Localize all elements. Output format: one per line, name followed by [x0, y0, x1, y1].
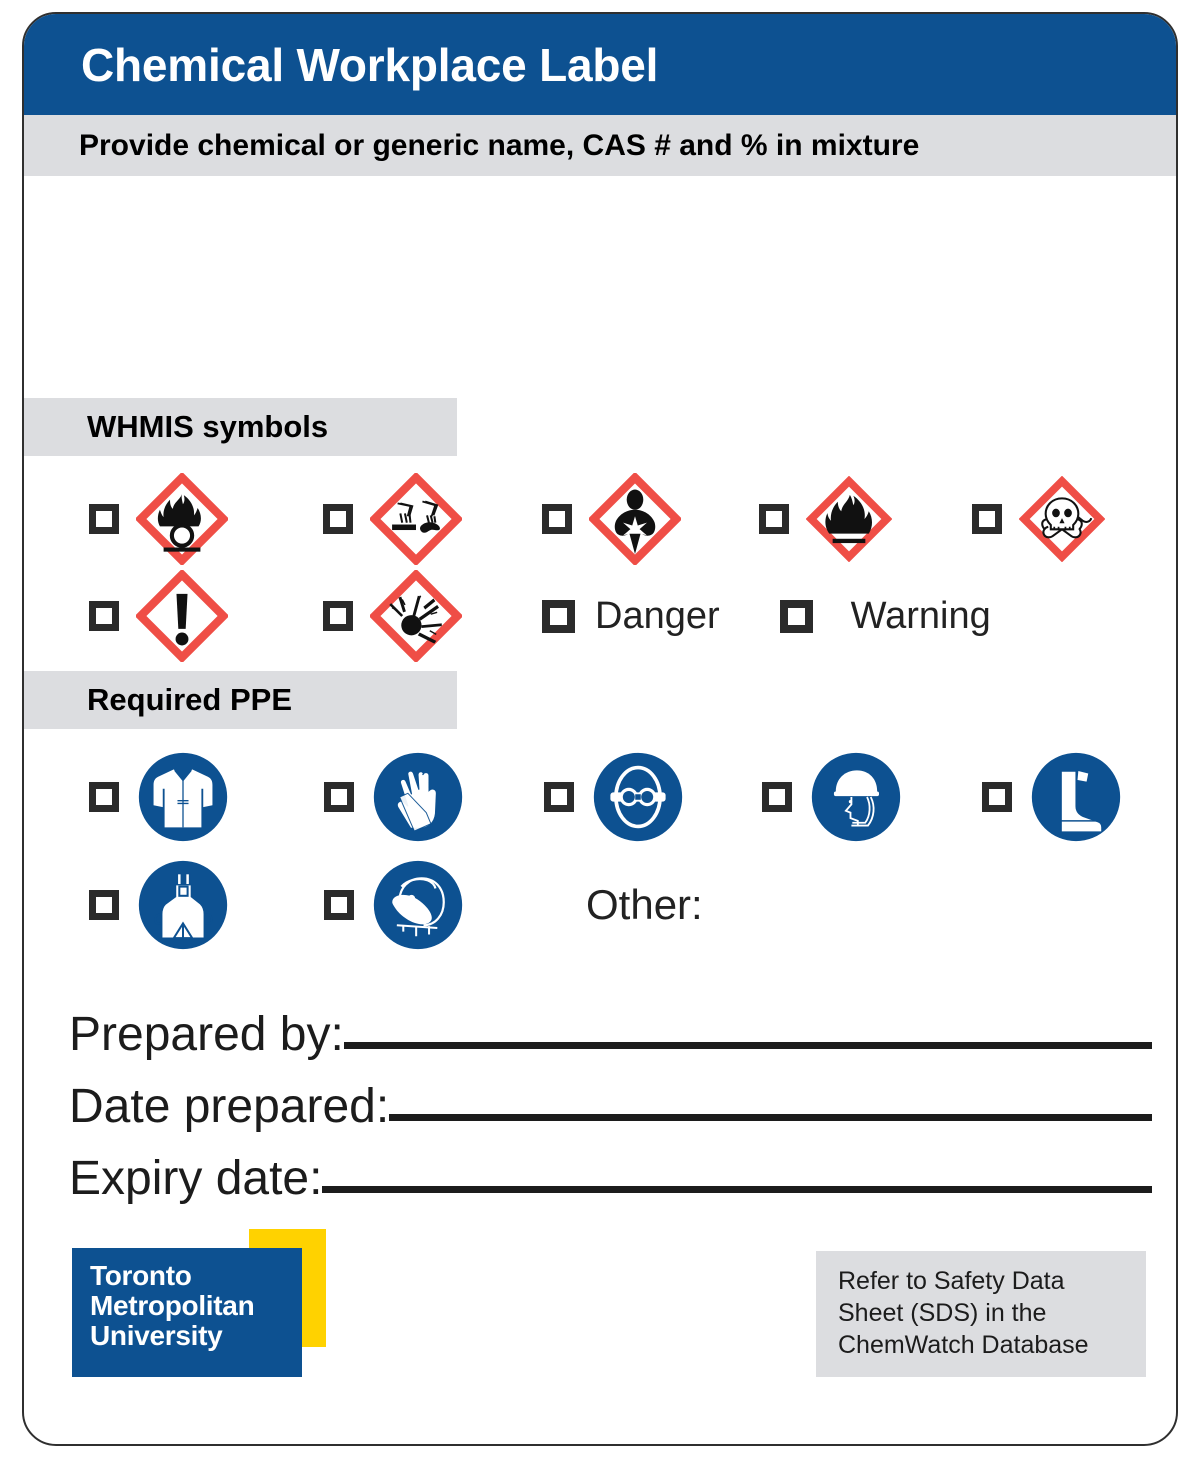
- checkbox-foot-protection[interactable]: [982, 782, 1012, 812]
- field-date-prepared[interactable]: Date prepared:: [24, 1059, 1176, 1131]
- checkbox-corrosion[interactable]: [323, 503, 353, 534]
- respirator-icon: [373, 860, 463, 950]
- whmis-option-oxidizing[interactable]: [89, 472, 228, 565]
- prepared-by-input[interactable]: [343, 1042, 1152, 1049]
- whmis-option-health-hazard[interactable]: [542, 472, 681, 565]
- ghs-flame-icon: [806, 475, 892, 562]
- whmis-option-corrosion[interactable]: [323, 472, 462, 565]
- safety-goggles-icon: [593, 752, 683, 842]
- ghs-health-hazard-icon: [589, 472, 681, 565]
- checkbox-flammable[interactable]: [759, 503, 789, 534]
- chemical-workplace-label-card: Chemical Workplace Label Provide chemica…: [22, 12, 1178, 1446]
- whmis-option-irritant[interactable]: [89, 570, 228, 662]
- chemical-name-instruction: Provide chemical or generic name, CAS # …: [79, 128, 920, 162]
- signal-word-warning[interactable]: Warning: [779, 594, 991, 638]
- logo-line-1: Toronto: [90, 1260, 192, 1291]
- ppe-section-label: Required PPE: [87, 682, 292, 717]
- whmis-option-explosive[interactable]: [323, 570, 462, 662]
- ppe-option-respirator[interactable]: [324, 859, 464, 951]
- logo-blue-box: [72, 1248, 302, 1377]
- ghs-exploding-bomb-icon: [370, 570, 462, 662]
- checkbox-apron[interactable]: [89, 890, 119, 920]
- page-title: Chemical Workplace Label: [81, 38, 659, 91]
- ghs-oxidizer-icon: [136, 472, 228, 565]
- prepared-by-label: Prepared by:: [69, 1008, 344, 1061]
- field-expiry-date[interactable]: Expiry date:: [24, 1131, 1176, 1203]
- logo-line-2: Metropolitan: [90, 1289, 255, 1321]
- ppe-option-eye-protection[interactable]: [544, 751, 684, 843]
- checkbox-lab-coat[interactable]: [89, 782, 119, 812]
- chemical-name-write-in-area[interactable]: [24, 176, 1176, 398]
- checkbox-health-hazard[interactable]: [542, 503, 572, 534]
- label-footer: Toronto Metropolitan University Refer to…: [24, 1229, 1176, 1377]
- form-fields: Prepared by: Date prepared: Expiry date:: [24, 987, 1176, 1203]
- gloves-icon: [373, 752, 463, 842]
- logo-line-3: University: [90, 1319, 223, 1351]
- checkbox-explosive[interactable]: [323, 601, 353, 631]
- checkbox-oxidizing[interactable]: [89, 503, 119, 534]
- ghs-corrosion-icon: [370, 472, 462, 565]
- signal-word-warning-label: Warning: [850, 594, 991, 637]
- lab-coat-icon: [138, 752, 228, 842]
- safety-boots-icon: [1031, 752, 1121, 842]
- checkbox-eye-protection[interactable]: [544, 782, 574, 812]
- field-prepared-by[interactable]: Prepared by:: [24, 987, 1176, 1059]
- apron-icon: [138, 860, 228, 950]
- ppe-row-1: [24, 729, 1176, 851]
- whmis-row-2: Danger Warning: [24, 570, 1176, 662]
- checkbox-respirator[interactable]: [324, 890, 354, 920]
- checkbox-face-shield[interactable]: [762, 782, 792, 812]
- ppe-option-gloves[interactable]: [324, 751, 464, 843]
- checkbox-acute-toxicity[interactable]: [972, 503, 1002, 534]
- expiry-date-input[interactable]: [322, 1186, 1152, 1193]
- whmis-option-acute-toxicity[interactable]: [972, 475, 1105, 562]
- whmis-section-label: WHMIS symbols: [87, 409, 329, 444]
- checkbox-irritant[interactable]: [89, 601, 119, 631]
- ghs-exclamation-mark-icon: [136, 570, 228, 662]
- ppe-option-foot-protection[interactable]: [982, 751, 1122, 843]
- whmis-row-1: [24, 456, 1176, 571]
- checkbox-danger[interactable]: [542, 599, 575, 633]
- tmu-logo: Toronto Metropolitan University: [72, 1229, 326, 1377]
- ppe-other-field[interactable]: Other:: [586, 881, 703, 929]
- chemical-name-instruction-bar: Provide chemical or generic name, CAS # …: [24, 115, 1176, 176]
- ppe-option-face-shield[interactable]: [762, 751, 902, 843]
- expiry-date-label: Expiry date:: [69, 1152, 323, 1205]
- ppe-option-lab-coat[interactable]: [89, 751, 229, 843]
- ppe-row-2: Other:: [24, 851, 1176, 959]
- whmis-option-flammable[interactable]: [759, 475, 892, 562]
- ppe-option-apron[interactable]: [89, 859, 229, 951]
- signal-word-danger-label: Danger: [595, 594, 720, 637]
- label-title-bar: Chemical Workplace Label: [24, 14, 1176, 115]
- logo-wordmark: Toronto Metropolitan University: [90, 1260, 255, 1351]
- signal-word-danger[interactable]: Danger: [542, 595, 720, 638]
- face-shield-icon: [811, 752, 901, 842]
- whmis-section-header: WHMIS symbols: [24, 398, 457, 456]
- sds-note: Refer to Safety Data Sheet (SDS) in the …: [816, 1251, 1146, 1377]
- ghs-skull-crossbones-icon: [1019, 475, 1105, 562]
- date-prepared-label: Date prepared:: [69, 1080, 390, 1133]
- checkbox-gloves[interactable]: [324, 782, 354, 812]
- ppe-other-label: Other:: [586, 881, 703, 928]
- checkbox-warning[interactable]: [779, 599, 813, 633]
- ppe-section-header: Required PPE: [24, 671, 457, 729]
- date-prepared-input[interactable]: [389, 1114, 1152, 1121]
